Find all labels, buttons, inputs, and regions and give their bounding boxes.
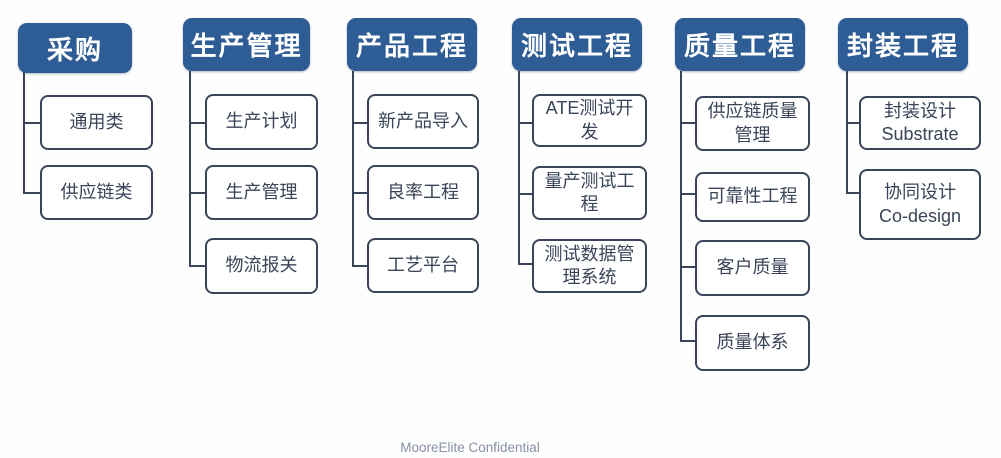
node-supply-chain-category: 供应链类 [40,165,153,220]
connector-vertical-production [189,71,191,267]
node-production-planning: 生产计划 [205,94,318,150]
node-process-platform: 工艺平台 [367,238,479,293]
connector-branch [518,193,532,195]
column-header-quality-engineering: 质量工程 [675,18,805,71]
node-supply-chain-quality: 供应链质量 管理 [695,96,810,151]
connector-branch [518,263,532,265]
column-header-production-management: 生产管理 [183,18,310,71]
node-ate-test-development: ATE测试开 发 [532,94,647,147]
connector-branch [846,192,859,194]
connector-branch [680,122,695,124]
node-general-category: 通用类 [40,95,153,150]
node-co-design: 协同设计 Co-design [859,169,981,240]
connector-branch [680,340,695,342]
connector-branch [352,192,367,194]
connector-vertical-packaging [846,71,848,194]
connector-vertical-quality [680,71,682,342]
connector-branch [518,122,532,124]
column-header-product-engineering: 产品工程 [347,18,477,71]
connector-branch [680,266,695,268]
node-new-product-introduction: 新产品导入 [367,94,479,149]
confidential-footer: MooreElite Confidential [400,440,540,455]
node-test-data-management-system: 测试数据管 理系统 [532,239,647,293]
node-yield-engineering: 良率工程 [367,165,479,220]
connector-branch [189,265,205,267]
connector-branch [352,122,367,124]
node-quality-system: 质量体系 [695,315,810,371]
connector-vertical-test [518,71,520,265]
connector-vertical-product [352,71,354,267]
column-header-procurement: 采购 [18,23,132,73]
node-logistics-customs: 物流报关 [205,238,318,294]
connector-branch [23,122,40,124]
connector-branch [680,193,695,195]
node-reliability-engineering: 可靠性工程 [695,172,810,222]
node-package-design-substrate: 封装设计 Substrate [859,96,981,150]
connector-branch [846,122,859,124]
column-header-packaging-engineering: 封装工程 [838,18,968,71]
connector-branch [189,192,205,194]
connector-branch [189,122,205,124]
connector-branch [352,265,367,267]
connector-branch [23,192,40,194]
connector-vertical-procurement [23,72,25,194]
node-mass-production-test: 量产测试工 程 [532,166,647,220]
node-production-management: 生产管理 [205,165,318,220]
node-customer-quality: 客户质量 [695,240,810,296]
column-header-test-engineering: 测试工程 [512,18,642,71]
